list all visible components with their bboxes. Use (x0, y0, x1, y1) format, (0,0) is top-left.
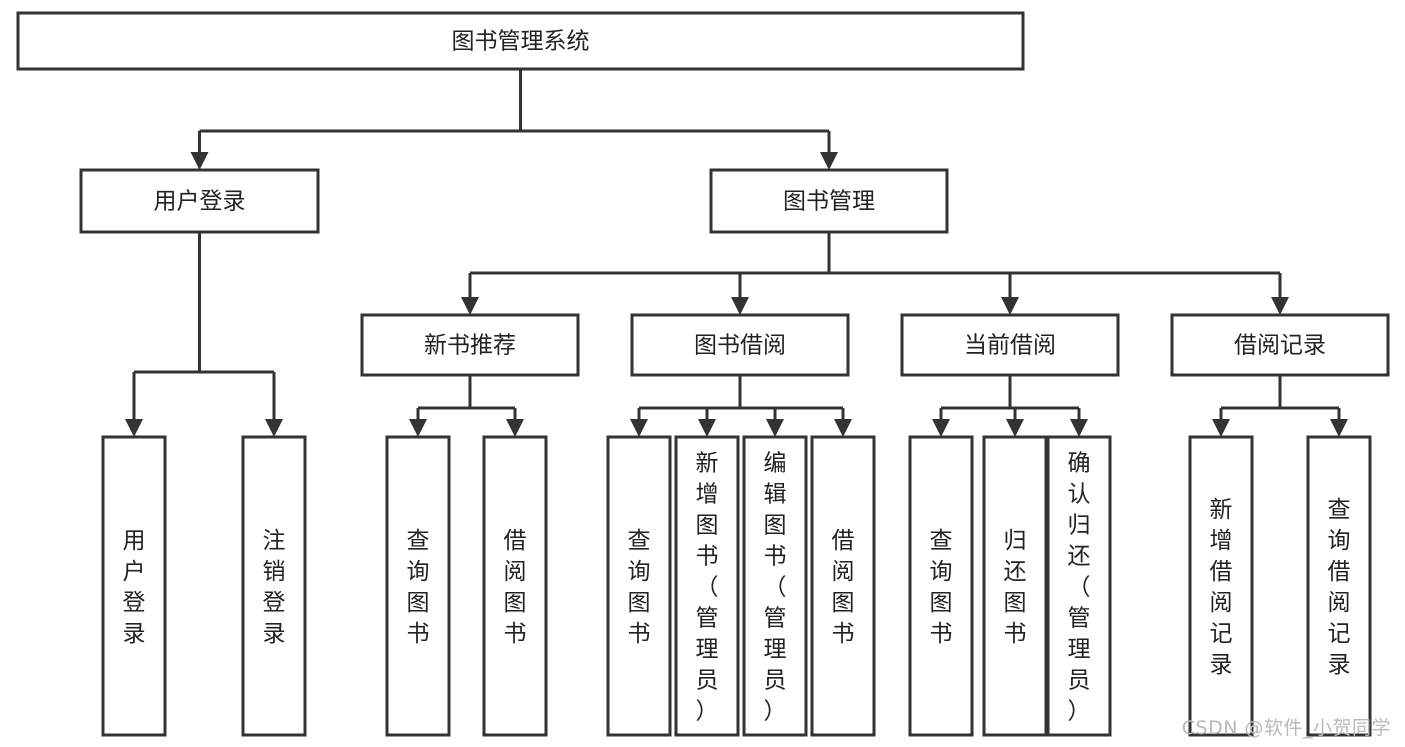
arrow-head-g-book-borrow-leaf-add-book (698, 419, 716, 437)
arrow-head-g-new-book-recommend-leaf-query-book-1 (409, 419, 427, 437)
node-book-borrow[interactable]: 图书借阅 (630, 313, 850, 377)
node-label-leaf-query-book-3: 查询图书 (930, 528, 953, 647)
arrow-head-book-manage-book-borrow (731, 297, 749, 315)
arrow-head-g-book-borrow-leaf-borrow-book-2 (834, 419, 852, 437)
node-leaf-query-book-2[interactable]: 查询图书 (606, 435, 672, 737)
arrow-head-g-book-borrow-leaf-query-book-2 (630, 419, 648, 437)
arrow-head-g-book-borrow-leaf-edit-book (766, 419, 784, 437)
node-label-leaf-user-logout: 注销登录 (263, 528, 286, 647)
node-box-leaf-user-logout[interactable] (241, 435, 307, 737)
node-label-leaf-borrow-book-1: 借阅图书 (504, 528, 527, 647)
node-box-leaf-query-record[interactable] (1306, 435, 1372, 737)
node-box-leaf-query-book-1[interactable] (385, 435, 451, 737)
node-label-root: 图书管理系统 (452, 29, 590, 55)
node-leaf-borrow-book-2[interactable]: 借阅图书 (810, 435, 876, 737)
node-box-root[interactable] (16, 11, 1025, 71)
connector-layer (125, 69, 1348, 437)
node-box-leaf-user-login[interactable] (101, 435, 167, 737)
node-leaf-edit-book[interactable]: 编辑图书（管理员） (742, 435, 808, 737)
arrow-head-g-current-borrow-leaf-confirm-return (1070, 419, 1088, 437)
node-box-book-borrow[interactable] (630, 313, 850, 377)
node-box-current-borrow[interactable] (900, 313, 1120, 377)
node-box-borrow-record[interactable] (1170, 313, 1390, 377)
node-label-leaf-add-book: 新增图书（管理员） (696, 451, 719, 725)
node-box-leaf-borrow-book-1[interactable] (482, 435, 548, 737)
arrow-head-book-manage-current-borrow (1001, 297, 1019, 315)
node-leaf-user-login[interactable]: 用户登录 (101, 435, 167, 737)
arrow-head-book-manage-borrow-record (1271, 297, 1289, 315)
node-box-leaf-query-book-3[interactable] (908, 435, 974, 737)
node-leaf-user-logout[interactable]: 注销登录 (241, 435, 307, 737)
arrow-head-g-user-login-leaf-user-login (125, 419, 143, 437)
node-borrow-record[interactable]: 借阅记录 (1170, 313, 1390, 377)
node-leaf-query-record[interactable]: 查询借阅记录 (1306, 435, 1372, 737)
node-label-leaf-edit-book: 编辑图书（管理员） (764, 451, 787, 725)
arrow-head-g-user-login-leaf-user-logout (265, 419, 283, 437)
node-label-book-borrow: 图书借阅 (694, 333, 786, 359)
arrow-head-g-new-book-recommend-leaf-borrow-book-1 (506, 419, 524, 437)
node-label-current-borrow: 当前借阅 (964, 333, 1056, 359)
node-user-login[interactable]: 用户登录 (79, 168, 320, 234)
node-leaf-add-book[interactable]: 新增图书（管理员） (674, 435, 740, 737)
node-box-leaf-query-book-2[interactable] (606, 435, 672, 737)
node-label-book-manage: 图书管理 (783, 189, 875, 215)
node-label-leaf-user-login: 用户登录 (123, 528, 146, 647)
arrow-head-g-borrow-record-leaf-query-record (1330, 419, 1348, 437)
node-box-leaf-add-record[interactable] (1188, 435, 1254, 737)
arrow-head-g-current-borrow-leaf-query-book-3 (932, 419, 950, 437)
node-root[interactable]: 图书管理系统 (16, 11, 1025, 71)
node-label-leaf-query-book-2: 查询图书 (628, 528, 651, 647)
node-box-leaf-edit-book[interactable] (742, 435, 808, 737)
node-label-new-book-recommend: 新书推荐 (424, 333, 516, 359)
node-box-leaf-add-book[interactable] (674, 435, 740, 737)
node-leaf-borrow-book-1[interactable]: 借阅图书 (482, 435, 548, 737)
node-box-book-manage[interactable] (709, 168, 949, 234)
node-new-book-recommend[interactable]: 新书推荐 (360, 313, 580, 377)
node-book-manage[interactable]: 图书管理 (709, 168, 949, 234)
node-box-leaf-borrow-book-2[interactable] (810, 435, 876, 737)
node-leaf-query-book-1[interactable]: 查询图书 (385, 435, 451, 737)
node-layer: 图书管理系统用户登录图书管理新书推荐图书借阅当前借阅借阅记录用户登录注销登录查询… (16, 11, 1390, 737)
node-label-leaf-query-record: 查询借阅记录 (1328, 497, 1351, 678)
node-label-leaf-add-record: 新增借阅记录 (1210, 497, 1233, 678)
node-current-borrow[interactable]: 当前借阅 (900, 313, 1120, 377)
node-label-leaf-confirm-return: 确认归还（管理员） (1068, 451, 1091, 725)
node-leaf-add-record[interactable]: 新增借阅记录 (1188, 435, 1254, 737)
node-label-leaf-query-book-1: 查询图书 (407, 528, 430, 647)
arrow-head-root-book-manage (820, 152, 838, 170)
node-box-new-book-recommend[interactable] (360, 313, 580, 377)
arrow-head-book-manage-new-book-recommend (461, 297, 479, 315)
node-leaf-confirm-return[interactable]: 确认归还（管理员） (1046, 435, 1112, 737)
node-box-leaf-confirm-return[interactable] (1046, 435, 1112, 737)
node-label-leaf-return-book: 归还图书 (1004, 528, 1027, 647)
node-leaf-return-book[interactable]: 归还图书 (982, 435, 1048, 737)
arrow-head-root-user-login (190, 152, 209, 170)
arrow-head-g-borrow-record-leaf-add-record (1212, 419, 1230, 437)
node-leaf-query-book-3[interactable]: 查询图书 (908, 435, 974, 737)
arrow-head-g-current-borrow-leaf-return-book (1006, 419, 1024, 437)
node-label-borrow-record: 借阅记录 (1234, 333, 1326, 359)
node-label-user-login: 用户登录 (154, 189, 246, 215)
node-label-leaf-borrow-book-2: 借阅图书 (832, 528, 855, 647)
node-box-user-login[interactable] (79, 168, 320, 234)
node-box-leaf-return-book[interactable] (982, 435, 1048, 737)
